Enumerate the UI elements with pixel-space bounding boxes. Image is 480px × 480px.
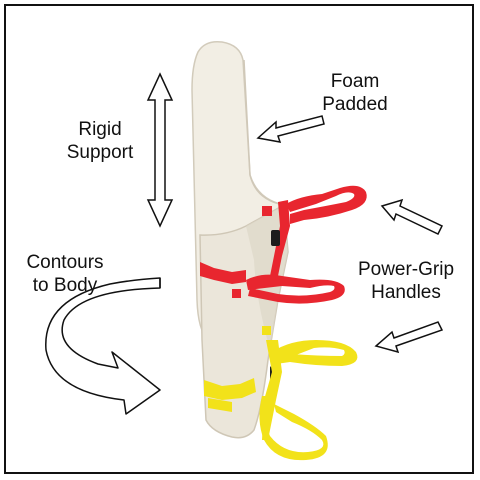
rigid-support-label: Rigid Support xyxy=(58,118,142,164)
rigid-support-line-2: Support xyxy=(66,142,134,163)
lower-yellow-handle xyxy=(259,396,328,461)
upper-red-handle xyxy=(286,185,367,224)
yellow-strap-tab xyxy=(262,326,271,335)
contours-to-body-label: Contours to Body xyxy=(10,251,120,297)
lower-red-handle xyxy=(246,274,345,304)
contours-to-body-line-1: Contours xyxy=(26,252,104,273)
yellow-strap-tab xyxy=(208,398,232,412)
foam-padded-line-1: Foam xyxy=(330,71,380,92)
power-grip-handles-line-2: Handles xyxy=(371,282,441,303)
outline-arrow-icon xyxy=(380,198,444,235)
red-strap-tab xyxy=(262,206,272,216)
foam-padded-line-2: Padded xyxy=(322,94,388,115)
double-headed-arrow-icon xyxy=(146,72,174,228)
outline-arrow-icon xyxy=(374,321,444,354)
upper-yellow-handle xyxy=(272,340,358,366)
red-strap-tab xyxy=(232,289,241,298)
red-body-strap xyxy=(200,262,246,284)
rigid-support-line-1: Rigid xyxy=(78,119,122,140)
contours-to-body-line-2: to Body xyxy=(32,275,98,296)
curved-arrow-icon xyxy=(45,277,161,415)
foam-padded-label: Foam Padded xyxy=(300,70,410,116)
power-grip-handles-label: Power-Grip Handles xyxy=(346,258,466,304)
buckle xyxy=(271,230,280,246)
yellow-back-strap xyxy=(262,340,282,440)
power-grip-handles-line-1: Power-Grip xyxy=(357,259,455,280)
outline-arrow-icon xyxy=(256,115,325,143)
yellow-body-strap xyxy=(204,378,256,400)
